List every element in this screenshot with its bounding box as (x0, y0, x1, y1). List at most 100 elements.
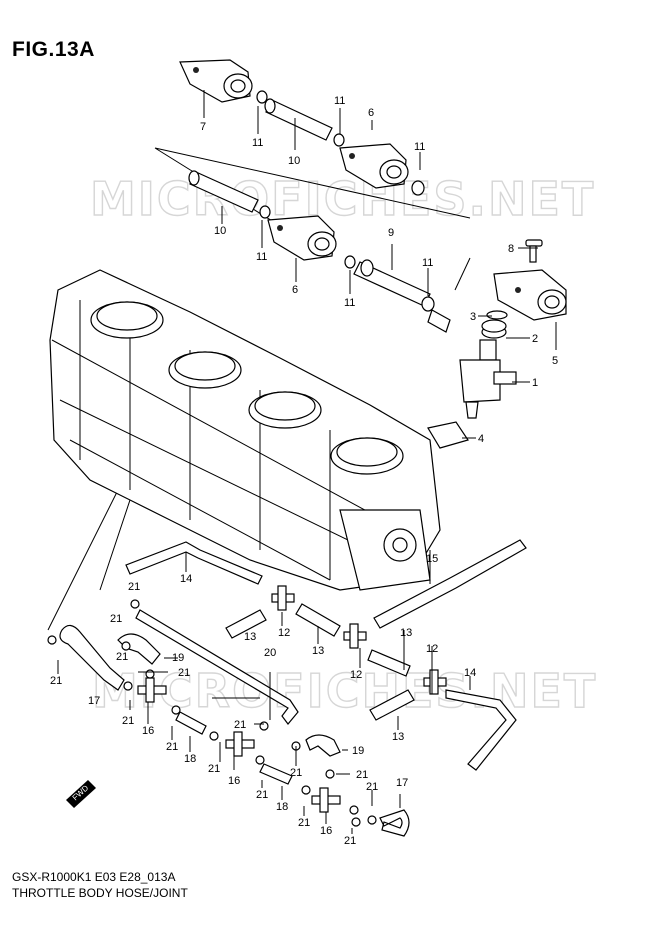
hose-13d (369, 689, 415, 721)
fuel-delivery-pipe-5 (493, 269, 567, 321)
o-ring-11e (344, 255, 356, 269)
callout-12: 12 (426, 643, 438, 655)
callout-1: 1 (532, 377, 538, 389)
callout-21: 21 (116, 651, 128, 663)
fuel-delivery-pipe-7 (179, 59, 253, 103)
callout-10: 10 (214, 225, 226, 237)
callout-15: 15 (426, 553, 438, 565)
callout-21: 21 (208, 763, 220, 775)
watermark-top: MICROFICHES.NET (90, 172, 595, 226)
callout-20: 20 (264, 647, 276, 659)
callout-16: 16 (228, 775, 240, 787)
callout-4: 4 (478, 433, 484, 445)
throttle-body-assembly (49, 269, 441, 591)
callout-13: 13 (312, 645, 324, 657)
fuel-delivery-pipe-6b (267, 215, 337, 261)
hose-20 (135, 609, 299, 725)
hose-19a (117, 633, 161, 665)
callout-2: 2 (532, 333, 538, 345)
figure-caption: THROTTLE BODY HOSE/JOINT (12, 886, 188, 900)
callout-11: 11 (334, 95, 345, 107)
assembly-guide-right (454, 257, 471, 291)
callout-21: 21 (290, 767, 302, 779)
callout-11: 11 (252, 137, 263, 149)
callout-21: 21 (110, 613, 122, 625)
callout-21: 21 (128, 581, 140, 593)
callout-21: 21 (122, 715, 134, 727)
callout-13: 13 (392, 731, 404, 743)
callout-21: 21 (344, 835, 356, 847)
clamp-21-group (47, 599, 377, 827)
callout-3: 3 (470, 311, 476, 323)
callout-21: 21 (166, 741, 178, 753)
fuel-pipe-10b (188, 170, 259, 213)
hose-13c (367, 649, 411, 677)
callout-11: 11 (414, 141, 425, 153)
joint-12c (423, 669, 447, 695)
callout-10: 10 (288, 155, 300, 167)
callout-21: 21 (50, 675, 62, 687)
callout-14: 14 (180, 573, 192, 585)
callout-18: 18 (184, 753, 196, 765)
hose-13a (225, 609, 267, 639)
hose-14b (445, 689, 517, 771)
hose-14a (125, 541, 263, 585)
callout-14: 14 (464, 667, 476, 679)
callout-21: 21 (366, 781, 378, 793)
fuel-delivery-pipe-6a (339, 143, 409, 189)
callout-21: 21 (234, 719, 246, 731)
hose-19b (305, 734, 341, 757)
callout-13: 13 (244, 631, 256, 643)
callout-17: 17 (88, 695, 100, 707)
fuel-injector-1 (459, 339, 517, 419)
callout-19: 19 (172, 652, 184, 664)
model-code: GSX-R1000K1 E03 E28_013A (12, 870, 176, 884)
o-ring-11f (421, 296, 435, 312)
o-ring-11b (333, 133, 345, 147)
callout-12: 12 (350, 669, 362, 681)
callout-16: 16 (320, 825, 332, 837)
callout-5: 5 (552, 355, 558, 367)
o-ring-11c (411, 180, 425, 196)
callout-12: 12 (278, 627, 290, 639)
callout-11: 11 (422, 257, 433, 269)
callout-7: 7 (200, 121, 206, 133)
figure-title: FIG.13A (12, 38, 95, 61)
joint-12a (271, 585, 295, 611)
joint-12b (343, 623, 367, 649)
seal-4 (427, 421, 469, 449)
hose-13b (295, 603, 341, 637)
callout-16: 16 (142, 725, 154, 737)
callout-21: 21 (256, 789, 268, 801)
fuel-pipe-9 (353, 259, 431, 307)
hose-18b (259, 763, 293, 785)
hose-18a (175, 711, 207, 735)
callout-13: 13 (400, 627, 412, 639)
callout-6: 6 (368, 107, 374, 119)
forward-direction-badge: FWD (66, 780, 96, 808)
callout-21: 21 (298, 817, 310, 829)
callout-11: 11 (256, 251, 267, 263)
o-ring-11d (259, 205, 271, 219)
callout-8: 8 (508, 243, 514, 255)
joint-16c (311, 787, 341, 813)
hose-15 (373, 539, 527, 629)
callout-6: 6 (292, 284, 298, 296)
o-ring-3 (486, 310, 508, 320)
fuel-pipe-10a (264, 98, 333, 141)
callout-21: 21 (356, 769, 368, 781)
fuel-pipe-9-end (427, 309, 451, 333)
callout-18: 18 (276, 801, 288, 813)
callout-9: 9 (388, 227, 394, 239)
callout-17: 17 (396, 777, 408, 789)
o-ring-11a (256, 90, 268, 104)
hose-17a (59, 624, 125, 691)
cushion-2 (481, 319, 507, 339)
hose-17b (379, 809, 410, 837)
screw-8 (525, 239, 543, 263)
callout-19: 19 (352, 745, 364, 757)
joint-16b (225, 731, 255, 757)
callout-11: 11 (344, 297, 355, 309)
